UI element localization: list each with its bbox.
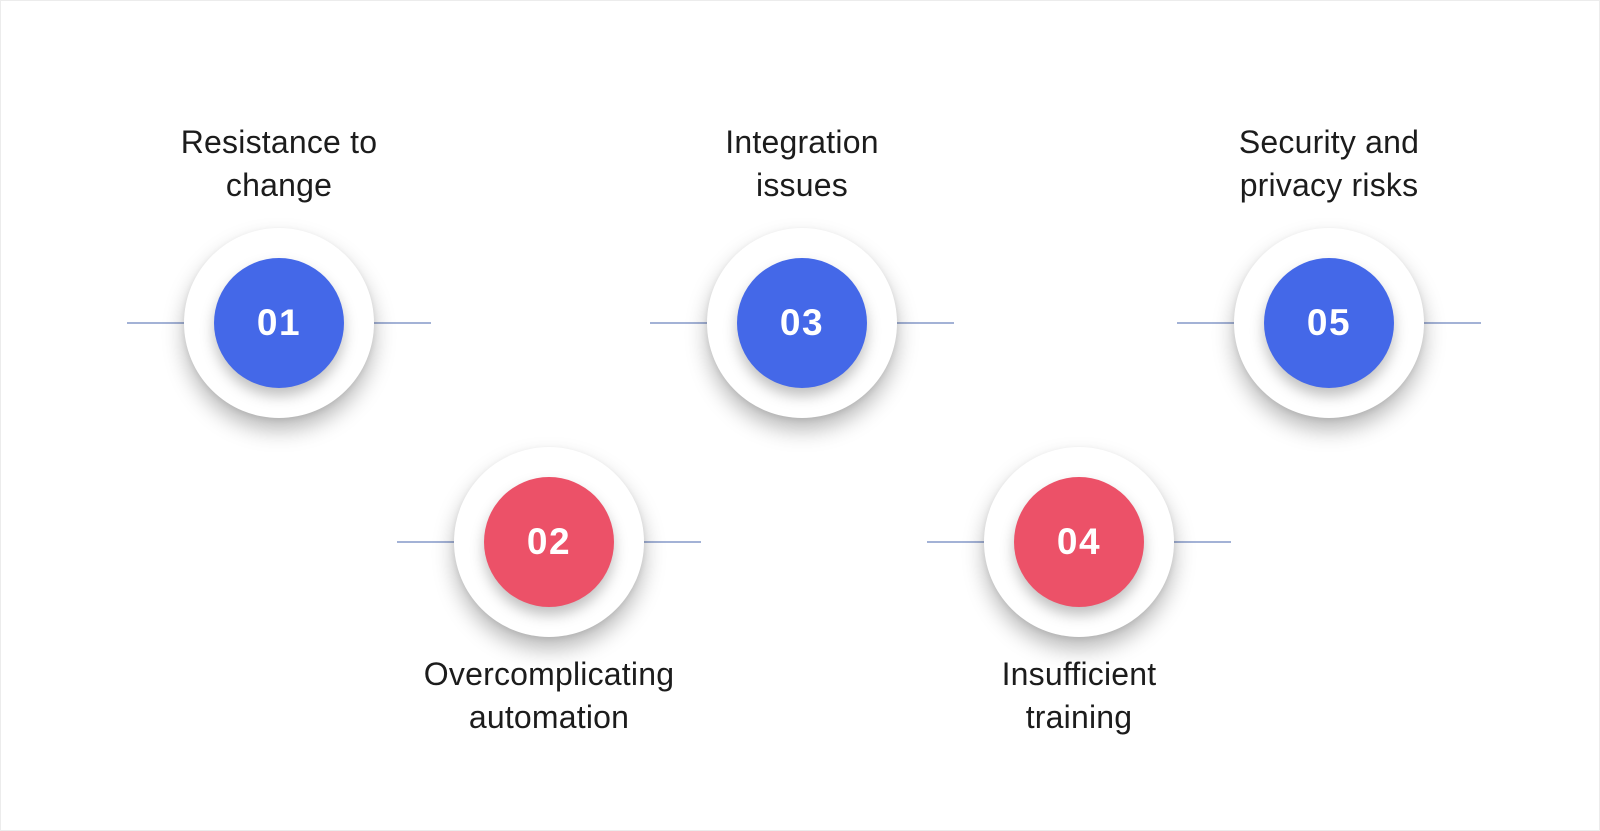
step-label: Security and privacy risks bbox=[1238, 124, 1420, 203]
step-number: 03 bbox=[779, 302, 825, 343]
step-circle: 04 bbox=[1014, 477, 1144, 607]
step-number: 02 bbox=[526, 521, 572, 562]
connector-line-right bbox=[1174, 541, 1231, 543]
step-circle: 01 bbox=[214, 258, 344, 388]
step-number: 05 bbox=[1306, 302, 1352, 343]
connector-line-right bbox=[897, 322, 954, 324]
step-label: Overcomplicating automation bbox=[423, 656, 675, 735]
step-ring: 04 bbox=[984, 447, 1174, 637]
connector-line-right bbox=[644, 541, 701, 543]
connector-line-left bbox=[927, 541, 984, 543]
connector-line-left bbox=[127, 322, 184, 324]
connector-line-right bbox=[374, 322, 431, 324]
connector-line-left bbox=[397, 541, 454, 543]
step-ring: 01 bbox=[184, 228, 374, 418]
connector-line-left bbox=[1177, 322, 1234, 324]
step-circle: 05 bbox=[1264, 258, 1394, 388]
step-number: 04 bbox=[1056, 521, 1102, 562]
step-circle: 03 bbox=[737, 258, 867, 388]
connector-line-right bbox=[1424, 322, 1481, 324]
step-label: Integration issues bbox=[725, 124, 879, 203]
step-ring: 02 bbox=[454, 447, 644, 637]
step-label: Insufficient training bbox=[1001, 656, 1157, 735]
connector-line-left bbox=[650, 322, 707, 324]
step-circle: 02 bbox=[484, 477, 614, 607]
step-number: 01 bbox=[256, 302, 302, 343]
step-ring: 03 bbox=[707, 228, 897, 418]
step-label: Resistance to change bbox=[180, 124, 378, 203]
step-ring: 05 bbox=[1234, 228, 1424, 418]
